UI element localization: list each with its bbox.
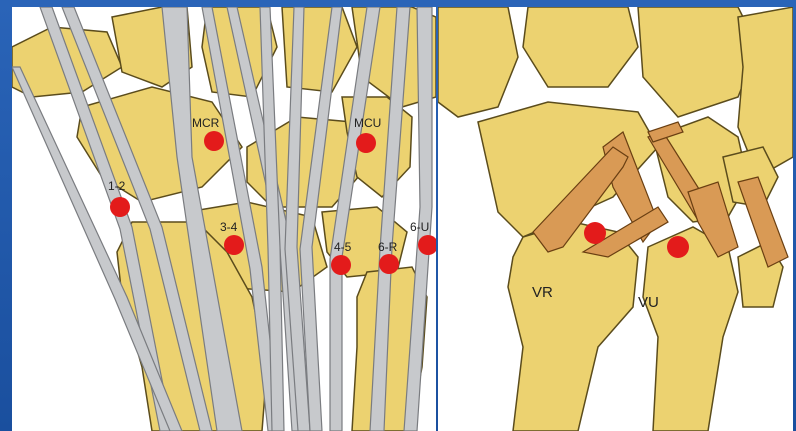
- portal-1-2-marker: [110, 197, 130, 217]
- volar-bone-top-left: [438, 7, 518, 117]
- portal-vu-marker: [667, 236, 689, 258]
- portal-vr-marker: [584, 222, 606, 244]
- volar-wrist-panel: VR VU: [438, 7, 793, 431]
- dorsal-wrist-illustration: MCR MCU 1-2 3-4 4-5 6-R 6-U: [12, 7, 436, 431]
- portal-3-4-marker: [224, 235, 244, 255]
- portal-6-r-label: 6-R: [378, 240, 398, 254]
- volar-bones: [438, 7, 793, 431]
- portal-mcu-label: MCU: [354, 116, 381, 130]
- volar-bone-ulna: [643, 227, 738, 431]
- portal-vr-label: VR: [532, 284, 553, 301]
- volar-bone-radius: [508, 222, 638, 431]
- portal-3-4-label: 3-4: [220, 220, 238, 234]
- portal-4-5-marker: [331, 255, 351, 275]
- portal-6-r-marker: [379, 254, 399, 274]
- portal-1-2-label: 1-2: [108, 179, 126, 193]
- dorsal-wrist-panel: MCR MCU 1-2 3-4 4-5 6-R 6-U: [12, 7, 436, 431]
- portal-vu-label: VU: [638, 294, 659, 311]
- portal-4-5-label: 4-5: [334, 240, 352, 254]
- portal-mcr-label: MCR: [192, 116, 220, 130]
- portal-mcr-marker: [204, 131, 224, 151]
- volar-wrist-illustration: VR VU: [438, 7, 793, 431]
- portal-mcu-marker: [356, 133, 376, 153]
- portal-6-u-label: 6-U: [410, 220, 429, 234]
- volar-bone-top-center: [523, 7, 638, 87]
